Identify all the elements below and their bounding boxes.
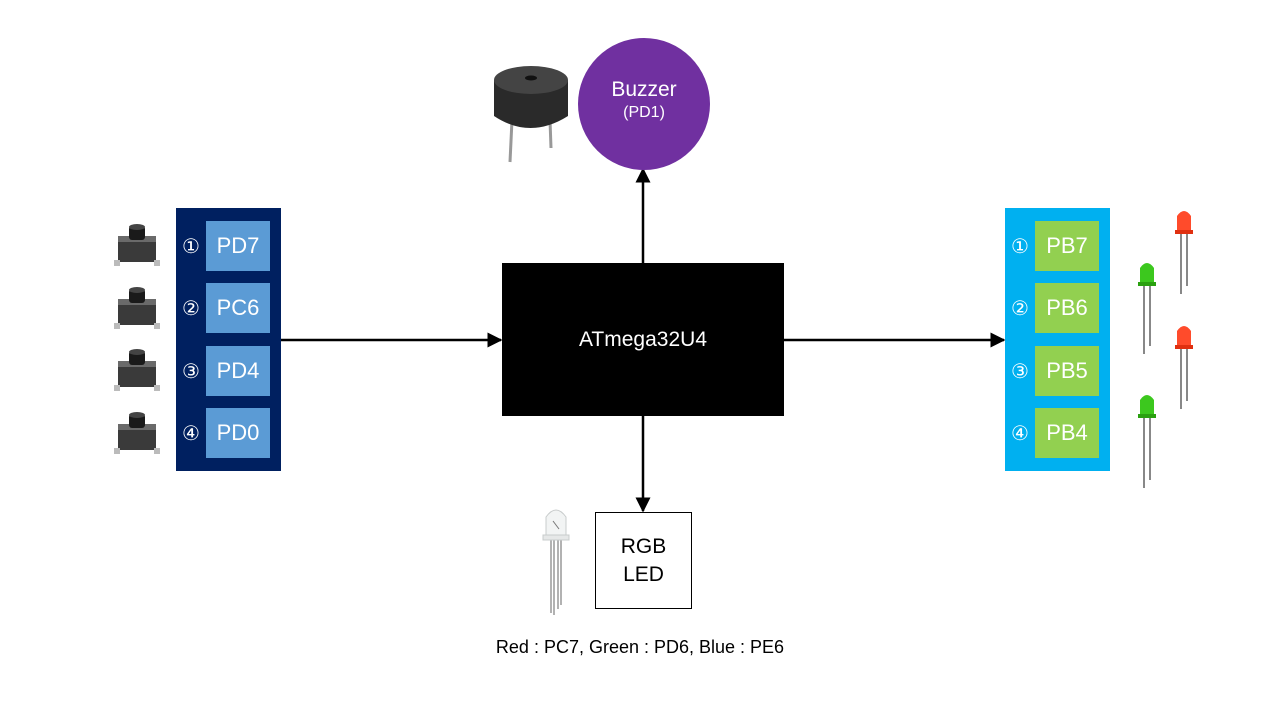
rgb-label-line1: RGB xyxy=(620,534,667,558)
mcu-block: ATmega32U4 xyxy=(502,263,784,416)
led-green-icon xyxy=(1138,395,1156,488)
buzzer-node: Buzzer (PD1) xyxy=(578,38,710,170)
button-number: ② xyxy=(182,297,200,320)
led-number: ① xyxy=(1011,235,1029,258)
buzzer-pin: (PD1) xyxy=(623,104,665,121)
led-number: ④ xyxy=(1011,422,1029,445)
button-number: ① xyxy=(182,235,200,258)
button-pin: PD7 xyxy=(206,221,270,271)
led-number: ② xyxy=(1011,297,1029,320)
led-pin: PB6 xyxy=(1035,283,1099,333)
mcu-label: ATmega32U4 xyxy=(578,327,707,351)
rgb-led-node: RGB LED xyxy=(595,512,692,609)
buzzer-component-icon xyxy=(494,66,568,163)
led-red-icon xyxy=(1175,326,1193,409)
buzzer-label: Buzzer xyxy=(611,78,677,101)
button-number: ④ xyxy=(182,422,200,445)
button-port-panel: ① PD7 ② PC6 ③ PD4 ④ PD0 xyxy=(176,208,281,471)
tactile-switch-icon xyxy=(114,349,160,391)
led-red-icon xyxy=(1175,211,1193,294)
tactile-switch-icon xyxy=(114,412,160,454)
button-pin: PD4 xyxy=(206,346,270,396)
led-green-icon xyxy=(1138,263,1156,354)
tactile-switch-icon xyxy=(114,224,160,266)
led-pin: PB7 xyxy=(1035,221,1099,271)
button-pin: PD0 xyxy=(206,408,270,458)
led-pin: PB5 xyxy=(1035,346,1099,396)
rgb-led-icon xyxy=(542,509,570,615)
button-pin: PC6 xyxy=(206,283,270,333)
rgb-label-line2: LED xyxy=(623,562,664,586)
led-port-panel: ① PB7 ② PB6 ③ PB5 ④ PB4 xyxy=(1005,208,1110,471)
led-number: ③ xyxy=(1011,360,1029,383)
tactile-switch-icon xyxy=(114,287,160,329)
led-pin: PB4 xyxy=(1035,408,1099,458)
rgb-pin-caption: Red : PC7, Green : PD6, Blue : PE6 xyxy=(495,637,785,657)
button-number: ③ xyxy=(182,360,200,383)
